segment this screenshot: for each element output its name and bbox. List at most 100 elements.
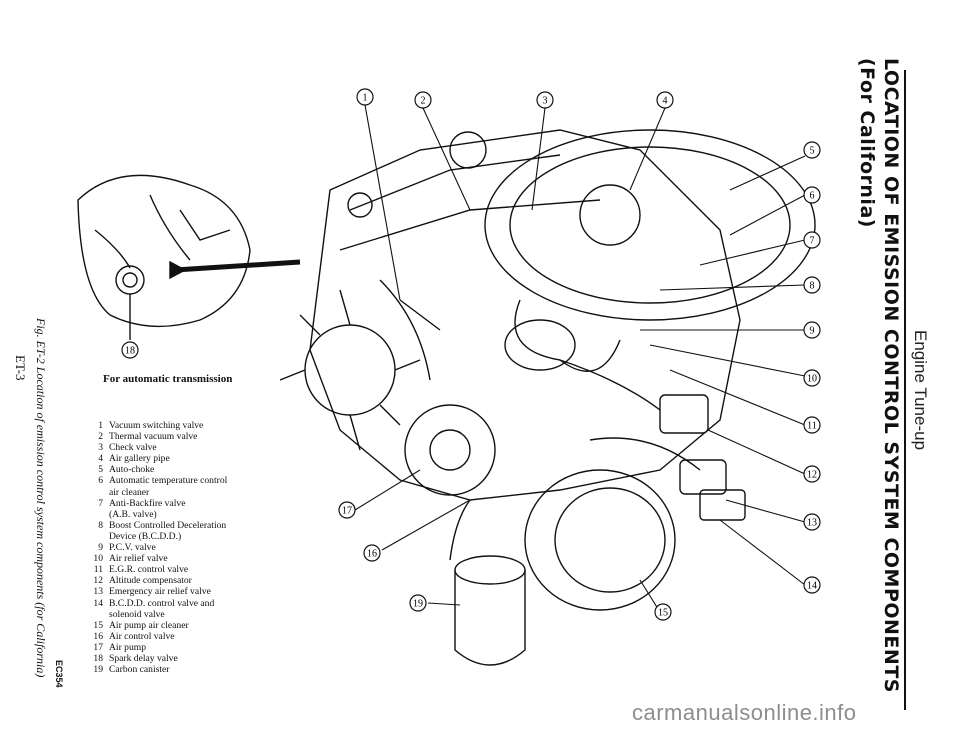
callout-number: 7 bbox=[810, 236, 815, 247]
legend-item: 12 Altitude compensator bbox=[86, 575, 266, 586]
legend-item: 3 Check valve bbox=[86, 442, 266, 453]
legend-number: 3 bbox=[98, 442, 103, 454]
callout-number: 8 bbox=[810, 281, 815, 292]
legend-text: air cleaner bbox=[109, 486, 150, 498]
legend-item: 4 Air gallery pipe bbox=[86, 453, 266, 464]
legend-text: Boost Controlled Deceleration bbox=[109, 519, 227, 531]
inset-drawing bbox=[77, 174, 301, 340]
legend-item: 14 B.C.D.D. control valve and bbox=[86, 598, 266, 609]
legend-item: 7 Anti-Backfire valve bbox=[86, 498, 266, 509]
legend-text: Spark delay valve bbox=[109, 652, 178, 664]
watermark: carmanualsonline.info bbox=[632, 700, 857, 725]
header-rule bbox=[904, 70, 906, 710]
legend-text: Automatic temperature control bbox=[109, 475, 228, 487]
legend-item: solenoid valve bbox=[86, 609, 266, 620]
callout-number: 16 bbox=[367, 549, 377, 560]
callout-number: 12 bbox=[807, 470, 817, 481]
legend-number bbox=[86, 531, 109, 542]
legend-text: Air control valve bbox=[109, 630, 175, 642]
callout-number: 4 bbox=[663, 96, 668, 107]
callout-number: 10 bbox=[807, 374, 817, 385]
legend-number: 17 bbox=[93, 641, 103, 653]
callout-number: 3 bbox=[543, 96, 548, 107]
callout-number: 2 bbox=[421, 96, 426, 107]
legend-item: 8 Boost Controlled Deceleration bbox=[86, 520, 266, 531]
callout-9: 9 bbox=[803, 321, 821, 339]
callout-18: 18 bbox=[121, 341, 139, 359]
callout-4: 4 bbox=[656, 91, 674, 109]
legend-text: Carbon canister bbox=[109, 664, 170, 676]
callout-number: 17 bbox=[342, 506, 352, 517]
callout-14: 14 bbox=[803, 576, 821, 594]
legend-item: air cleaner bbox=[86, 487, 266, 498]
callout-number: 11 bbox=[807, 421, 817, 432]
legend-item: 19 Carbon canister bbox=[86, 664, 266, 675]
legend-number: 18 bbox=[93, 652, 103, 664]
legend-text: Emergency air relief valve bbox=[109, 586, 211, 598]
legend-text: Altitude compensator bbox=[109, 575, 192, 587]
callout-number: 1 bbox=[363, 93, 368, 104]
legend-number: 4 bbox=[98, 453, 103, 465]
legend-text: Air pump bbox=[109, 641, 147, 653]
callout-6: 6 bbox=[803, 186, 821, 204]
callout-number: 19 bbox=[413, 599, 423, 610]
legend-number: 10 bbox=[93, 553, 103, 565]
callout-number: 15 bbox=[658, 608, 668, 619]
legend-text: Vacuum switching valve bbox=[109, 420, 204, 431]
legend-number: 8 bbox=[98, 519, 103, 531]
legend-item: 5 Auto-choke bbox=[86, 464, 266, 475]
legend-item: 9 P.C.V. valve bbox=[86, 542, 266, 553]
callout-2: 2 bbox=[414, 91, 432, 109]
legend-number: 9 bbox=[98, 542, 103, 554]
callout-10: 10 bbox=[803, 369, 821, 387]
legend-item: 18 Spark delay valve bbox=[86, 653, 266, 664]
legend-item: Device (B.C.D.D.) bbox=[86, 531, 266, 542]
legend-number: 14 bbox=[93, 597, 103, 609]
legend-text: Auto-choke bbox=[109, 464, 155, 476]
legend-text: (A.B. valve) bbox=[109, 508, 157, 520]
legend-number: 12 bbox=[93, 575, 103, 587]
callout-3: 3 bbox=[536, 91, 554, 109]
callout-15: 15 bbox=[654, 603, 672, 621]
legend-item: 6 Automatic temperature control bbox=[86, 475, 266, 486]
legend-text: Anti-Backfire valve bbox=[109, 497, 186, 509]
legend-number: 6 bbox=[98, 475, 103, 487]
callout-8: 8 bbox=[803, 276, 821, 294]
legend-text: Air relief valve bbox=[109, 553, 168, 565]
legend-item: 16 Air control valve bbox=[86, 631, 266, 642]
legend-item: 17 Air pump bbox=[86, 642, 266, 653]
legend-number: 1 bbox=[98, 420, 103, 431]
legend-number: 5 bbox=[98, 464, 103, 476]
legend-text: Air gallery pipe bbox=[109, 453, 170, 465]
callout-number: 14 bbox=[807, 581, 817, 592]
callout-1: 1 bbox=[356, 88, 374, 106]
legend-number: 16 bbox=[93, 630, 103, 642]
legend-number bbox=[86, 609, 109, 620]
callout-7: 7 bbox=[803, 231, 821, 249]
legend-text: Check valve bbox=[109, 442, 157, 454]
legend-text: Thermal vacuum valve bbox=[109, 431, 198, 443]
legend-text: Device (B.C.D.D.) bbox=[109, 530, 182, 542]
legend-text: B.C.D.D. control valve and bbox=[109, 597, 215, 609]
legend-number: 19 bbox=[93, 664, 103, 676]
legend-text: E.G.R. control valve bbox=[109, 564, 189, 576]
callout-17: 17 bbox=[338, 501, 356, 519]
legend-number: 15 bbox=[93, 619, 103, 631]
legend-item: 10 Air relief valve bbox=[86, 553, 266, 564]
callout-12: 12 bbox=[803, 465, 821, 483]
callout-5: 5 bbox=[803, 141, 821, 159]
legend-item: (A.B. valve) bbox=[86, 509, 266, 520]
legend-text: solenoid valve bbox=[109, 608, 165, 620]
legend-number: 7 bbox=[98, 497, 103, 509]
legend-number bbox=[86, 487, 109, 498]
callout-number: 13 bbox=[807, 518, 817, 529]
legend-text: P.C.V. valve bbox=[109, 542, 156, 554]
callout-16: 16 bbox=[363, 544, 381, 562]
